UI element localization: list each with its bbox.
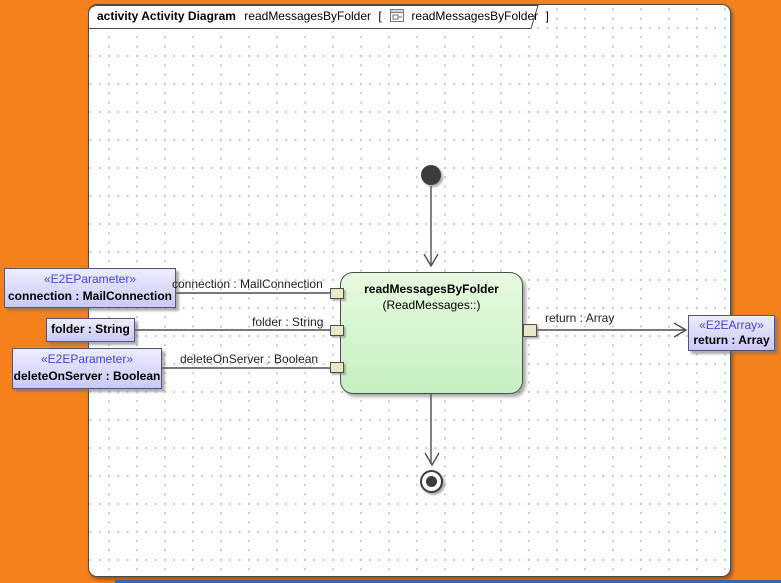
activity-diagram-icon	[390, 9, 405, 22]
frame-header-bracket-close: ]	[545, 9, 549, 23]
frame-header-diagram-name: readMessagesByFolder	[244, 9, 372, 23]
param-node-folder[interactable]: folder : String	[46, 318, 135, 342]
edge-label-folder[interactable]: folder : String	[252, 315, 324, 329]
frame-header[interactable]: activity Activity Diagram readMessagesBy…	[97, 9, 549, 23]
param-return-name: return : Array	[693, 333, 770, 347]
activity-final-node[interactable]	[420, 470, 443, 493]
param-delete-stereotype: «E2EParameter»	[40, 352, 134, 366]
frame-header-bracket-open: [	[378, 9, 382, 23]
input-pin-deleteOnServer[interactable]	[330, 362, 344, 373]
activity-final-inner-dot	[426, 476, 437, 487]
action-name: readMessagesByFolder	[364, 282, 499, 296]
edge-label-connection[interactable]: connection : MailConnection	[172, 277, 323, 291]
param-return-stereotype: «E2EArray»	[699, 318, 764, 332]
frame-header-keyword: activity Activity Diagram	[97, 9, 236, 23]
output-pin-return[interactable]	[523, 324, 537, 337]
param-connection-stereotype: «E2EParameter»	[43, 272, 137, 286]
param-node-return[interactable]: «E2EArray» return : Array	[688, 315, 775, 351]
param-folder-name: folder : String	[51, 322, 130, 336]
param-node-connection[interactable]: «E2EParameter» connection : MailConnecti…	[4, 268, 176, 308]
frame-header-shape[interactable]	[88, 4, 544, 30]
param-connection-name: connection : MailConnection	[8, 289, 172, 303]
param-delete-name: deleteOnServer : Boolean	[13, 369, 161, 383]
window-bottom-edge	[115, 580, 781, 583]
input-pin-folder[interactable]	[330, 325, 344, 336]
action-qualifier: (ReadMessages::)	[382, 298, 481, 312]
action-node-readMessagesByFolder[interactable]: readMessagesByFolder (ReadMessages::)	[340, 272, 523, 394]
edge-label-deleteOnServer[interactable]: deleteOnServer : Boolean	[180, 352, 319, 366]
input-pin-connection[interactable]	[330, 288, 344, 299]
initial-node[interactable]	[421, 165, 441, 185]
frame-header-tab[interactable]	[88, 5, 539, 29]
frame-header-context-name: readMessagesByFolder	[411, 9, 539, 23]
edge-label-return[interactable]: return : Array	[545, 311, 615, 325]
param-node-deleteOnServer[interactable]: «E2EParameter» deleteOnServer : Boolean	[12, 348, 162, 389]
